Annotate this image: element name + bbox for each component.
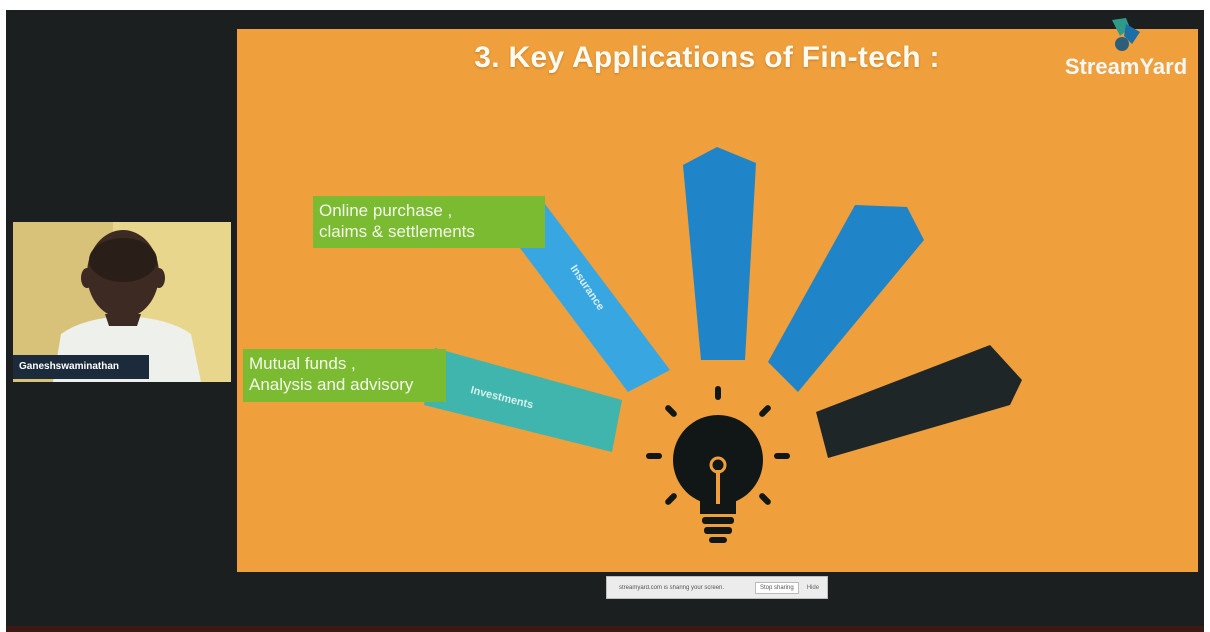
blade-blue-diagonal: [768, 205, 924, 392]
share-message: streamyard.com is sharing your screen.: [619, 584, 725, 591]
screen-share-bar: streamyard.com is sharing your screen. S…: [606, 576, 828, 599]
participant-avatar: [53, 230, 201, 382]
streamyard-brand: StreamYard: [1056, 12, 1196, 92]
blade-blue-vertical: [683, 147, 756, 360]
bottom-strip: [6, 626, 1204, 632]
hide-button[interactable]: Hide: [806, 584, 820, 591]
callout-insurance: Online purchase , claims & settlements: [313, 196, 545, 248]
blade-investments: Investments: [424, 348, 622, 452]
participant-name-tag: Ganeshswaminathan: [13, 355, 149, 379]
callout-investments: Mutual funds , Analysis and advisory: [243, 349, 446, 402]
stop-sharing-button[interactable]: Stop sharing: [755, 581, 799, 594]
streamyard-logo-icon: [1112, 18, 1140, 51]
lightbulb-icon: [646, 386, 790, 543]
brand-name: StreamYard: [1064, 54, 1188, 79]
slide-title: 3. Key Applications of Fin-tech :: [474, 41, 940, 74]
blade-dark: [816, 345, 1022, 458]
